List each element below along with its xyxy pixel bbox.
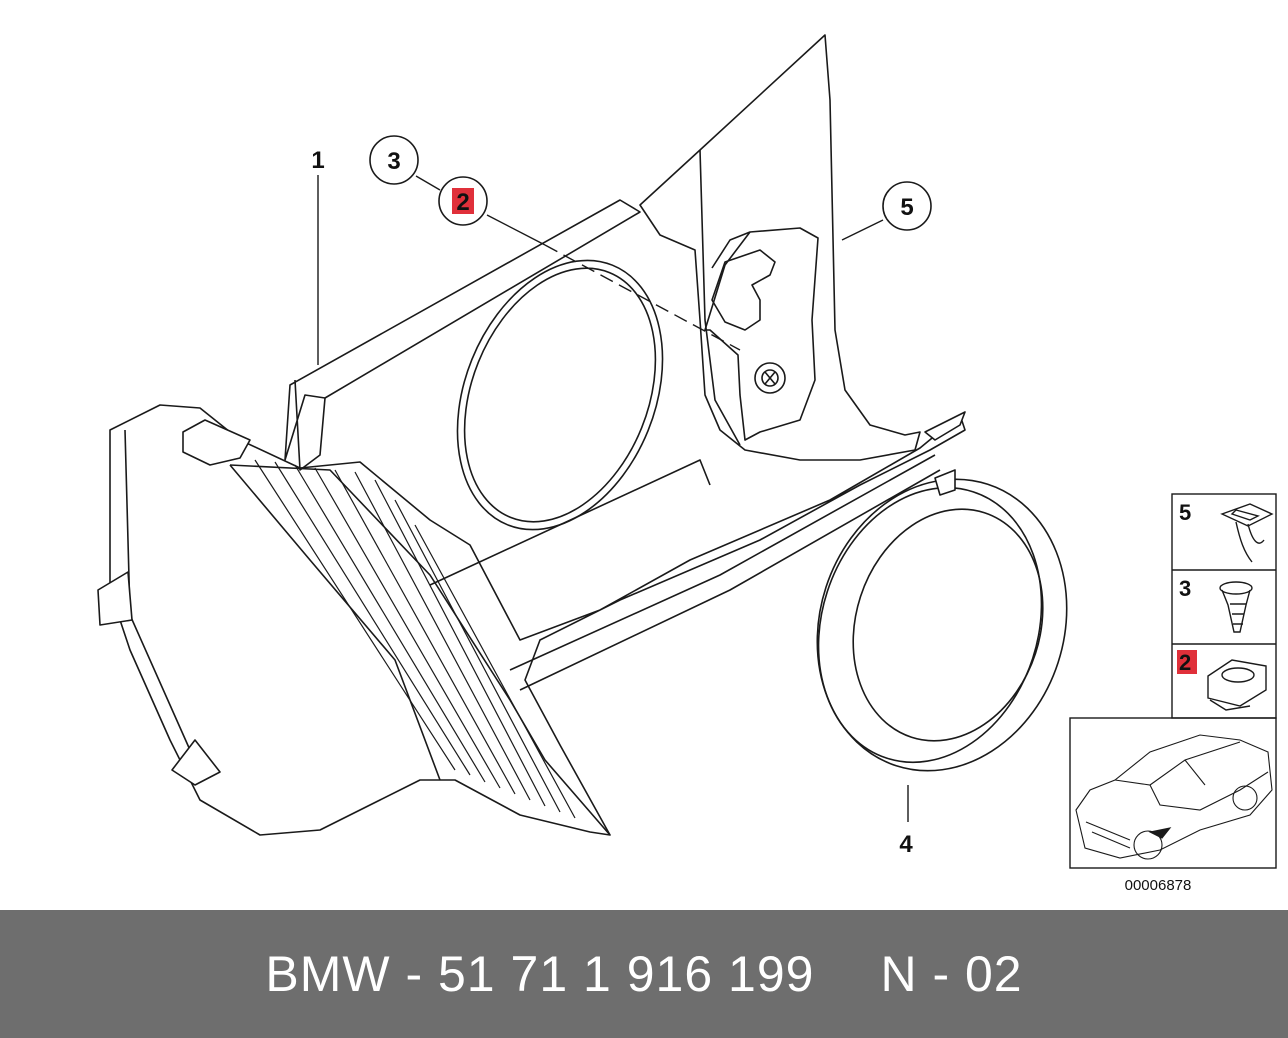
callout-5: 5: [882, 181, 932, 231]
trim-panel-part1: [97, 199, 966, 836]
legend-highlight: [1177, 650, 1197, 674]
speaker-ring-part4: [816, 469, 1068, 772]
clip-icon: [1220, 503, 1274, 563]
callout-1: 1: [311, 147, 324, 174]
fastener-legend: [1171, 493, 1277, 719]
leader-lines: [317, 175, 909, 822]
diagram-id: 00006878: [1125, 877, 1192, 894]
grommet-icon: [1207, 659, 1267, 711]
speaker-opening: [456, 259, 664, 531]
part-number: BMW - 51 71 1 916 199: [265, 946, 815, 1002]
car-thumbnail-icon: [1069, 717, 1277, 869]
trim-panel-part5: [639, 34, 921, 461]
expanding-rivet-icon: [1219, 581, 1253, 633]
page-code: N - 02: [880, 946, 1023, 1002]
legend-number-5: 5: [1179, 500, 1191, 525]
svg-text:2: 2: [456, 189, 469, 216]
parts-diagram: 1 3 2 5 4 5 3: [97, 34, 1277, 894]
svg-text:3: 3: [387, 148, 400, 175]
callout-2: 2: [438, 176, 488, 226]
part-number-footer: BMW - 51 71 1 916 199 N - 02: [0, 910, 1288, 1038]
legend-number-3: 3: [1179, 576, 1191, 601]
callout-3: 3: [369, 135, 419, 185]
legend-number-2: 2: [1179, 650, 1191, 675]
svg-text:5: 5: [900, 194, 913, 221]
callout-4: 4: [899, 831, 913, 858]
ribbed-area: [254, 459, 576, 819]
